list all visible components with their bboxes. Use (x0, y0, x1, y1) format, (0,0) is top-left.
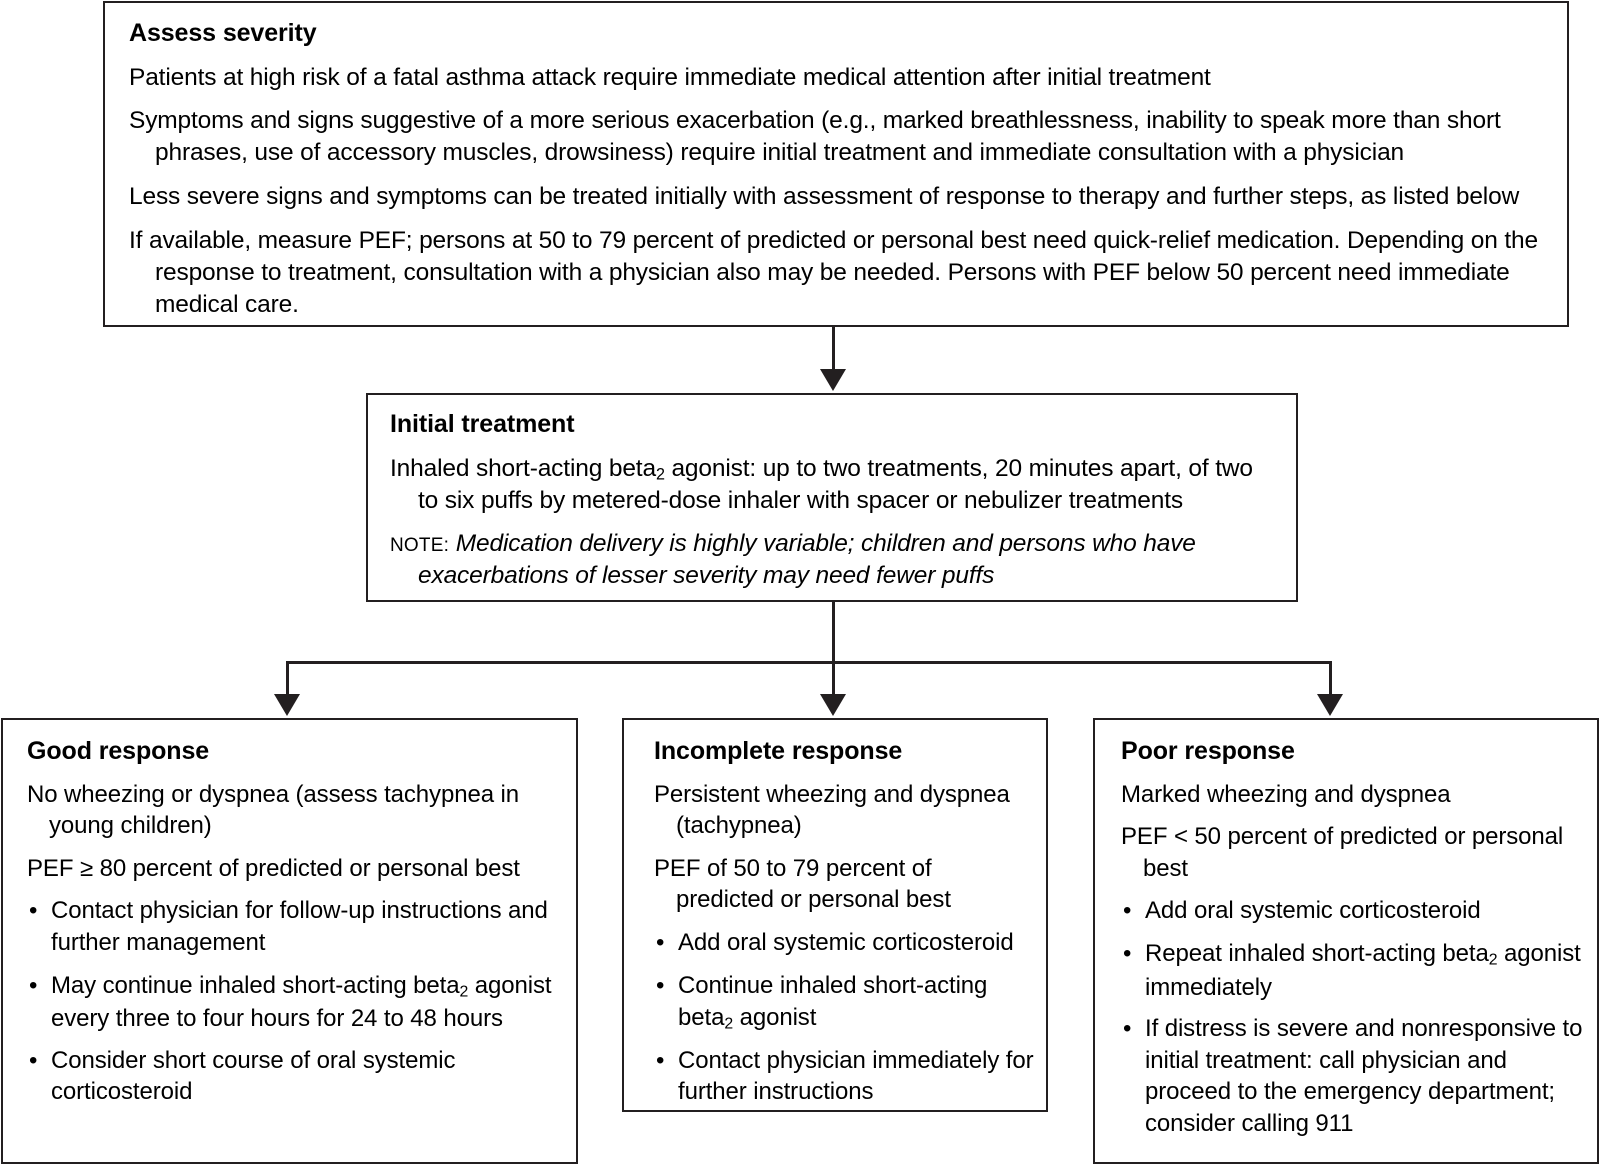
assess-severity-box: Assess severity Patients at high risk of… (103, 1, 1569, 327)
connector-branch-middle (832, 661, 835, 697)
list-item: • If distress is severe and nonresponsive… (1121, 1013, 1585, 1141)
list-item-text-b: agonist (733, 1003, 817, 1031)
assess-severity-title: Assess severity (129, 19, 317, 47)
arrow-head-icon-to-good-response (274, 694, 300, 716)
list-item: • Consider short course of oral systemic … (27, 1045, 562, 1110)
bullet-dot-icon: • (29, 972, 38, 999)
list-item-subscript: 2 (1488, 951, 1498, 969)
list-item-text-a: Contact physician for follow-up instruct… (51, 897, 548, 956)
note-body: Medication delivery is highly variable; … (418, 529, 1196, 589)
poor-response-paragraph-1: Marked wheezing and dyspnea (1121, 780, 1451, 808)
incomplete-response-paragraph-1: Persistent wheezing and dyspnea (tachypn… (654, 780, 1010, 840)
bullet-dot-icon: • (1123, 940, 1132, 968)
poor-response-title: Poor response (1121, 737, 1295, 765)
list-item-text-a: Contact physician immediately for furthe… (678, 1046, 1034, 1106)
list-item: • Add oral systemic corticosteroid (1121, 895, 1585, 928)
connector-assess-to-initial-line (832, 326, 835, 371)
list-item-text-a: Repeat inhaled short-acting beta (1145, 940, 1489, 968)
assess-paragraph-3: Less severe signs and symptoms can be tr… (129, 183, 1520, 211)
list-item-text-a: Consider short course of oral systemic c… (51, 1046, 456, 1106)
assess-paragraph-4: If available, measure PEF; persons at 50… (129, 226, 1539, 318)
good-response-box: Good response No wheezing or dyspnea (as… (1, 718, 578, 1164)
list-item-text-a: Add oral systemic corticosteroid (678, 928, 1014, 956)
list-item: • Contact physician for follow-up instruc… (27, 895, 562, 960)
list-item-text-b: agonist every three to four hours for 24… (51, 972, 552, 1033)
bullet-dot-icon: • (29, 897, 38, 925)
connector-initial-stem (832, 601, 835, 663)
list-item-text-a: Add oral systemic corticosteroid (1145, 897, 1481, 925)
list-item: • Continue inhaled short-acting beta2 ago… (654, 970, 1034, 1035)
dose-text-part-b: agonist: up to two treatments, 20 minute… (418, 454, 1253, 515)
good-response-title: Good response (27, 737, 210, 765)
bullet-dot-icon: • (1123, 897, 1132, 925)
beta-subscript: 2 (655, 465, 665, 484)
note-label: NOTE: (390, 534, 450, 556)
assess-paragraph-1: Patients at high risk of a fatal asthma … (129, 63, 1211, 91)
connector-branch-right (1329, 661, 1332, 697)
initial-treatment-box: Initial treatment Inhaled short-acting b… (366, 393, 1298, 602)
arrow-head-icon-to-poor-response (1317, 694, 1343, 716)
list-item-subscript: 2 (724, 1015, 734, 1033)
arrow-head-icon-to-incomplete-response (820, 694, 846, 716)
initial-treatment-title: Initial treatment (390, 410, 575, 438)
incomplete-response-paragraph-2: PEF of 50 to 79 percent of predicted or … (654, 854, 951, 914)
bullet-dot-icon: • (656, 972, 665, 999)
poor-response-paragraph-2: PEF < 50 percent of predicted or persona… (1121, 823, 1564, 882)
list-item-text-a: Continue inhaled short-acting beta (678, 972, 988, 1031)
connector-branch-left (286, 661, 289, 697)
list-item-text-a: May continue inhaled short-acting beta (51, 972, 460, 999)
dose-text-part-a: Inhaled short-acting beta (390, 454, 656, 482)
list-item: • May continue inhaled short-acting beta2… (27, 970, 562, 1035)
connector-horizontal-bar (286, 661, 1332, 664)
poor-response-bullet-list: • Add oral systemic corticosteroid • Repea… (1121, 895, 1585, 1141)
incomplete-response-box: Incomplete response Persistent wheezing … (622, 718, 1048, 1112)
list-item: • Repeat inhaled short-acting beta2 agoni… (1121, 938, 1585, 1003)
poor-response-box: Poor response Marked wheezing and dyspne… (1093, 718, 1599, 1164)
incomplete-response-bullet-list: • Add oral systemic corticosteroid • Conti… (654, 927, 1034, 1110)
assess-paragraph-2: Symptoms and signs suggestive of a more … (129, 107, 1501, 167)
bullet-dot-icon: • (1123, 1015, 1132, 1043)
incomplete-response-title: Incomplete response (654, 737, 903, 765)
list-item-text-a: If distress is severe and nonresponsive … (1145, 1015, 1583, 1137)
bullet-dot-icon: • (656, 1046, 665, 1074)
good-response-paragraph-2: PEF ≥ 80 percent of predicted or persona… (27, 854, 520, 882)
good-response-paragraph-1: No wheezing or dyspnea (assess tachypnea… (27, 780, 519, 840)
arrow-head-icon-to-initial (820, 369, 846, 391)
bullet-dot-icon: • (656, 928, 665, 956)
list-item-subscript: 2 (459, 983, 469, 1001)
list-item: • Add oral systemic corticosteroid (654, 927, 1034, 960)
bullet-dot-icon: • (29, 1046, 38, 1074)
list-item-text-b: agonist immediately (1145, 940, 1581, 1001)
initial-treatment-dose-text: Inhaled short-acting beta2 agonist: up t… (390, 453, 1272, 517)
good-response-bullet-list: • Contact physician for follow-up instruc… (27, 895, 562, 1110)
initial-treatment-note: NOTE: Medication delivery is highly vari… (390, 528, 1272, 592)
list-item: • Contact physician immediately for furth… (654, 1045, 1034, 1110)
